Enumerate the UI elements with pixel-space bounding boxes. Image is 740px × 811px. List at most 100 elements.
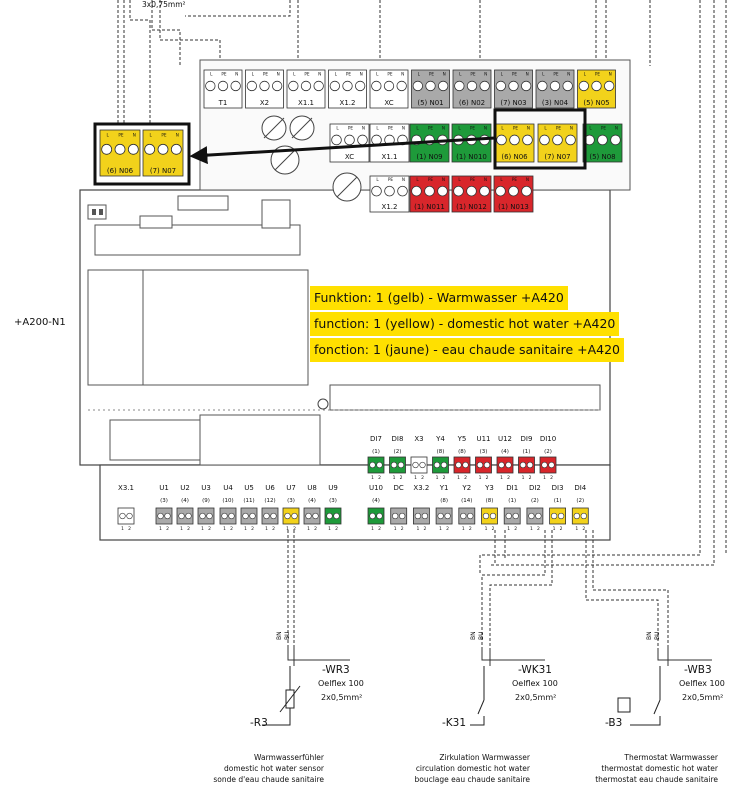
terminal-label: (5) N05 — [583, 99, 609, 107]
pin-number: 1 — [462, 526, 465, 532]
pin-number: 2 — [335, 526, 338, 532]
terminal-label: (3) N04 — [542, 99, 569, 107]
pin-label: L — [458, 177, 461, 182]
pin-number: 2 — [400, 475, 403, 481]
pin-label: PE — [221, 71, 227, 76]
io-code: (3) — [480, 449, 488, 455]
top-cable-note: 3x0,75mm² — [142, 0, 186, 9]
pin-label: N — [527, 125, 530, 130]
io-code: (3) — [160, 498, 168, 504]
pin-label: PE — [304, 71, 310, 76]
caption-k31-fr: bouclage eau chaude sanitaire — [414, 775, 531, 784]
pin-number: 1 — [479, 475, 482, 481]
pin-label: PE — [553, 71, 559, 76]
cable-size-wr3: 2x0,5mm² — [321, 693, 363, 702]
io-code: (4) — [372, 498, 380, 504]
pin-number: 1 — [328, 526, 331, 532]
pin-number: 2 — [128, 526, 131, 532]
io-name: DI8 — [392, 435, 404, 443]
pin-label: PE — [348, 125, 354, 130]
pin-number: 1 — [414, 475, 417, 481]
pin-number: 2 — [166, 526, 169, 532]
pin-number: 1 — [201, 526, 204, 532]
cable-type-wb3: Oelflex 100 — [679, 679, 725, 688]
pin-label: L — [500, 177, 503, 182]
io-name: U2 — [180, 484, 190, 492]
io-name: DI1 — [506, 484, 518, 492]
io-name: U12 — [498, 435, 512, 443]
wire-color-bu: BU — [478, 631, 485, 640]
pin-label: PE — [387, 71, 393, 76]
pin-label: PE — [595, 71, 601, 76]
pin-label: PE — [388, 125, 394, 130]
io-code: (2) — [394, 449, 402, 455]
io-name: DC — [394, 484, 404, 492]
pin-label: PE — [470, 71, 476, 76]
caption-b3-en: thermostat domestic hot water — [601, 764, 718, 773]
io-code: (2) — [576, 498, 584, 504]
sensor-r3-symbol — [262, 666, 301, 726]
pin-label: N — [484, 71, 487, 76]
pin-label: N — [567, 71, 570, 76]
cable-type-wr3: Oelflex 100 — [318, 679, 364, 688]
pin-label: L — [501, 125, 504, 130]
caption-k31: Zirkulation Warmwasser circulation domes… — [415, 752, 531, 785]
function-note-fr: fonction: 1 (jaune) - eau chaude sanitai… — [310, 338, 625, 362]
io-name: Y3 — [484, 484, 494, 492]
pin-label: N — [402, 125, 405, 130]
io-name: U8 — [307, 484, 317, 492]
pin-label: L — [376, 71, 379, 76]
terminal-label: (6) N02 — [459, 99, 485, 107]
caption-b3: Thermostat Warmwasser thermostat domesti… — [595, 752, 718, 785]
io-code: (8) — [458, 449, 466, 455]
pin-number: 1 — [507, 526, 510, 532]
pin-label: PE — [601, 125, 607, 130]
pin-label: PE — [512, 177, 518, 182]
pin-number: 2 — [446, 526, 449, 532]
pin-number: 2 — [230, 526, 233, 532]
io-name: DI9 — [521, 435, 533, 443]
io-code: (1) — [508, 498, 516, 504]
ref-k31: -K31 — [442, 717, 467, 729]
io-name: DI2 — [529, 484, 541, 492]
io-name: Y2 — [461, 484, 471, 492]
terminal-label: (1) N013 — [498, 203, 529, 211]
caption-r3-en: domestic hot water sensor — [224, 764, 324, 773]
pin-label: L — [584, 71, 587, 76]
pin-label: L — [589, 125, 592, 130]
pin-number: 2 — [272, 526, 275, 532]
cable-id-wb3: -WB3 — [684, 664, 712, 676]
pin-label: L — [335, 71, 338, 76]
pin-number: 2 — [486, 475, 489, 481]
io-name: U11 — [476, 435, 490, 443]
io-code: (4) — [501, 449, 509, 455]
terminal-label: (1) N010 — [456, 153, 487, 161]
pin-label: PE — [428, 177, 434, 182]
terminal-label: (5) N01 — [417, 99, 443, 107]
pin-label: N — [362, 125, 365, 130]
pin-number: 1 — [393, 475, 396, 481]
io-code: (8) — [440, 498, 448, 504]
pin-number: 1 — [307, 526, 310, 532]
pin-label: N — [318, 71, 321, 76]
